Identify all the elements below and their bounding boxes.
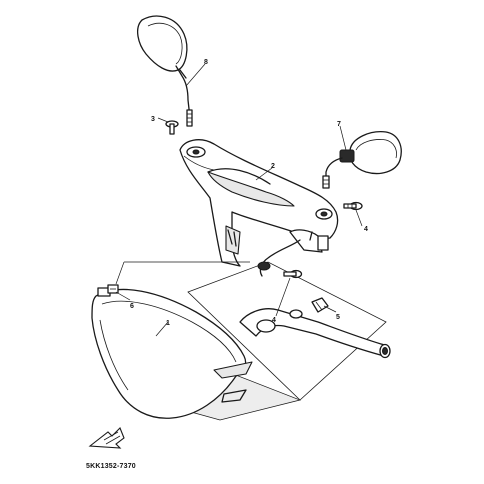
handlebar-tube (239, 308, 391, 359)
cover-bracket (257, 229, 329, 277)
callout-7: 7 (337, 121, 341, 128)
front-cover-lens (91, 287, 253, 419)
callout-5: 5 (336, 314, 340, 321)
leader-lines (115, 63, 363, 337)
clip-6 (107, 284, 119, 294)
callout-6: 6 (130, 303, 134, 310)
callout-4-right: 4 (364, 226, 368, 233)
callout-8: 8 (204, 59, 208, 66)
callout-2: 2 (271, 163, 275, 170)
right-mirror (322, 131, 402, 189)
front-arrow-icon (88, 427, 125, 449)
screw-4-right (343, 201, 363, 211)
diagram-code: 5KK1352-7370 (86, 463, 136, 470)
screw-3 (165, 120, 179, 135)
callout-4-lower: 4 (272, 317, 276, 324)
clip-5 (311, 297, 329, 313)
left-mirror (136, 15, 193, 127)
handlebar-upper-cover (179, 139, 339, 267)
screw-4-lower (283, 269, 303, 279)
callout-1: 1 (166, 320, 170, 327)
callout-3: 3 (151, 116, 155, 123)
